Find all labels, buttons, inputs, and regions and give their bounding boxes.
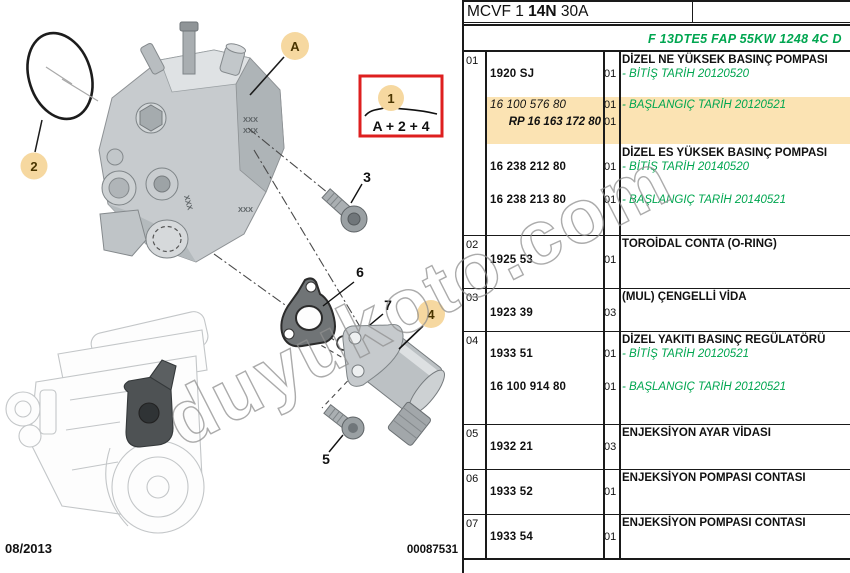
variant-band: F 13DTE5 FAP 55KW 1248 4C D <box>462 24 850 52</box>
bolt-5-part <box>323 403 365 440</box>
note-cell: - BİTİŞ TARİH 20120521 <box>622 348 749 360</box>
pump-illustration: XXX XXX XXX XXX <box>98 21 285 263</box>
note-cell: - BİTİŞ TARİH 20120520 <box>622 68 749 80</box>
variant-line: F 13DTE5 FAP 55KW 1248 4C D <box>648 32 842 46</box>
selected-row-highlight <box>485 97 850 144</box>
parts-diagram: 2 XXX XXX XXX <box>5 21 445 534</box>
desc-cell: DİZEL ES YÜKSEK BASINÇ POMPASI <box>622 147 828 159</box>
note-cell: - BAŞLANGIÇ TARİH 20120521 <box>622 381 787 393</box>
callout-3-label: 3 <box>363 169 371 185</box>
header-divider <box>692 0 693 23</box>
qty-cell: 01 <box>604 99 617 111</box>
table-row-06[interactable]: 06 ENJEKSİYON POMPASI CONTASI 1933 52 01 <box>462 469 850 514</box>
callout-1-label: 1 <box>387 91 394 106</box>
regulator-part <box>342 324 445 446</box>
callout-a-label: A <box>290 39 300 54</box>
part-cell[interactable]: 1933 51 <box>490 348 533 360</box>
note-cell: - BAŞLANGIÇ TARİH 20140521 <box>622 194 787 206</box>
gasket-6-part <box>280 277 336 348</box>
callout-4-label: 4 <box>427 307 435 322</box>
column-line-ref <box>485 52 487 559</box>
ref-cell: 05 <box>466 428 479 440</box>
part-cell[interactable]: 1933 52 <box>490 486 533 498</box>
qty-cell: 01 <box>604 194 617 206</box>
group-formula: A + 2 + 4 <box>372 118 429 134</box>
note-cell: - BAŞLANGIÇ TARİH 20120521 <box>622 99 787 111</box>
table-row-04[interactable]: 04 DİZEL YAKITI BASINÇ REGÜLATÖRÜ 1933 5… <box>462 331 850 424</box>
edition-date: 08/2013 <box>5 541 52 556</box>
catalog-code-bold: 14N <box>528 3 557 20</box>
qty-cell: 01 <box>604 68 617 80</box>
part-cell[interactable]: 1920 SJ <box>490 68 535 80</box>
qty-cell: 01 <box>604 381 617 393</box>
desc-cell: DİZEL YAKITI BASINÇ REGÜLATÖRÜ <box>622 334 826 346</box>
table-border-top <box>462 0 850 2</box>
callout-3[interactable]: 3 <box>350 169 371 204</box>
callout-4[interactable]: 4 <box>398 300 445 350</box>
mold-mark: XXX <box>182 194 195 211</box>
bolt-3-part <box>321 188 368 233</box>
part-cell[interactable]: 16 100 576 80 <box>490 99 567 111</box>
callout-6-label: 6 <box>356 264 364 280</box>
table-row-02[interactable]: 02 TOROİDAL CONTA (O-RING) 1925 53 01 <box>462 235 850 288</box>
qty-cell: 01 <box>604 486 617 498</box>
table-border-left <box>462 0 464 573</box>
note-cell: - BİTİŞ TARİH 20140520 <box>622 161 749 173</box>
qty-cell: 01 <box>604 161 617 173</box>
mold-mark: XXX <box>243 115 258 124</box>
qty-cell: 03 <box>604 307 617 319</box>
catalog-code: MCVF 1 14N 30A <box>467 3 589 21</box>
ref-cell: 01 <box>466 55 479 67</box>
qty-cell: 03 <box>604 441 617 453</box>
table-row-05[interactable]: 05 ENJEKSİYON AYAR VİDASI 1932 21 03 <box>462 424 850 469</box>
part-cell[interactable]: 1925 53 <box>490 254 533 266</box>
table-row-07[interactable]: 07 ENJEKSİYON POMPASI CONTASI 1933 54 01 <box>462 514 850 558</box>
desc-cell: DİZEL NE YÜKSEK BASINÇ POMPASI <box>622 54 828 66</box>
part-cell[interactable]: 1923 39 <box>490 307 533 319</box>
part-cell[interactable]: 1932 21 <box>490 441 533 453</box>
ref-cell: 06 <box>466 473 479 485</box>
ref-cell: 02 <box>466 239 479 251</box>
part-cell[interactable]: 1933 54 <box>490 531 533 543</box>
callout-2[interactable]: 2 <box>20 152 48 180</box>
ref-cell: 07 <box>466 518 479 530</box>
parts-table: MCVF 1 14N 30A F 13DTE5 FAP 55KW 1248 4C… <box>462 0 850 573</box>
document-number: 00087531 <box>406 544 458 556</box>
callout-7-label: 7 <box>384 297 392 313</box>
callout-5-label: 5 <box>322 451 330 467</box>
qty-cell: 01 <box>604 116 617 128</box>
ref-cell: 03 <box>466 292 479 304</box>
desc-cell: ENJEKSİYON POMPASI CONTASI <box>622 517 806 529</box>
callout-2-label: 2 <box>30 159 37 174</box>
engine-illustration <box>5 311 209 534</box>
callout-6[interactable]: 6 <box>322 264 364 307</box>
mold-mark: XXX <box>238 205 253 214</box>
qty-cell: 01 <box>604 254 617 266</box>
catalog-code-prefix: MCVF 1 <box>467 3 524 20</box>
table-row-01[interactable]: 01 DİZEL NE YÜKSEK BASINÇ POMPASI 1920 S… <box>462 52 850 235</box>
part-cell[interactable]: 16 238 213 80 <box>490 194 567 206</box>
column-line-part <box>603 52 605 559</box>
desc-cell: ENJEKSİYON AYAR VİDASI <box>622 427 771 439</box>
replacement-part-cell[interactable]: RP 16 163 172 80 <box>508 116 601 128</box>
part-cell[interactable]: 16 100 914 80 <box>490 381 567 393</box>
callout-5[interactable]: 5 <box>322 434 344 467</box>
assembly-group-box[interactable]: 1 A + 2 + 4 <box>358 74 444 138</box>
desc-cell: TOROİDAL CONTA (O-RING) <box>622 238 777 250</box>
oring-part <box>26 31 99 153</box>
header-bottom-line <box>462 22 850 23</box>
table-bottom-line <box>462 558 850 560</box>
table-row-03[interactable]: 03 (MUL) ÇENGELLİ VİDA 1923 39 03 <box>462 288 850 331</box>
desc-cell: ENJEKSİYON POMPASI CONTASI <box>622 472 806 484</box>
desc-cell: (MUL) ÇENGELLİ VİDA <box>622 291 747 303</box>
overbrace <box>364 103 438 117</box>
qty-cell: 01 <box>604 531 617 543</box>
catalog-code-suffix: 30A <box>560 3 589 20</box>
part-cell[interactable]: 16 238 212 80 <box>490 161 567 173</box>
ref-cell: 04 <box>466 335 479 347</box>
column-line-qty <box>619 52 621 559</box>
qty-cell: 01 <box>604 348 617 360</box>
callout-a[interactable]: A <box>249 32 309 96</box>
